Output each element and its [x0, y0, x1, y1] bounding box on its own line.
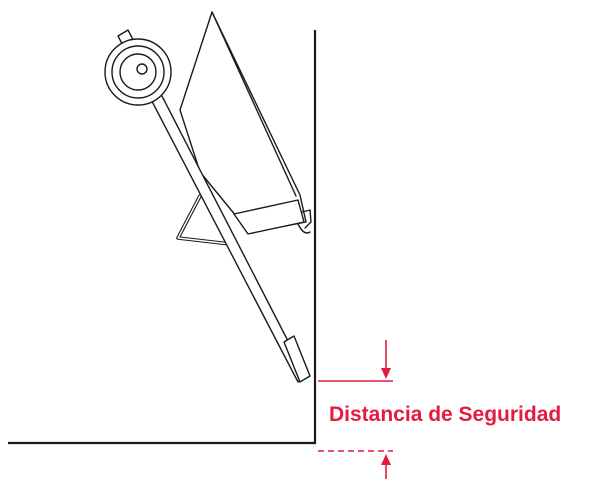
wheelbarrow-tray-rim: [211, 11, 297, 197]
tray-bracket: [297, 209, 312, 234]
safety-distance-label: Distancia de Seguridad: [329, 403, 561, 426]
arrow-up-icon: [381, 454, 391, 479]
wheelbarrow-illustration: [104, 11, 312, 383]
wheelbarrow-tray-bottom: [233, 199, 305, 235]
wheelbarrow-hub: [136, 63, 148, 75]
wheelbarrow-leg-inner: [177, 195, 231, 245]
wheelbarrow-handle-grip: [283, 335, 311, 383]
arrow-down-icon: [381, 340, 391, 379]
